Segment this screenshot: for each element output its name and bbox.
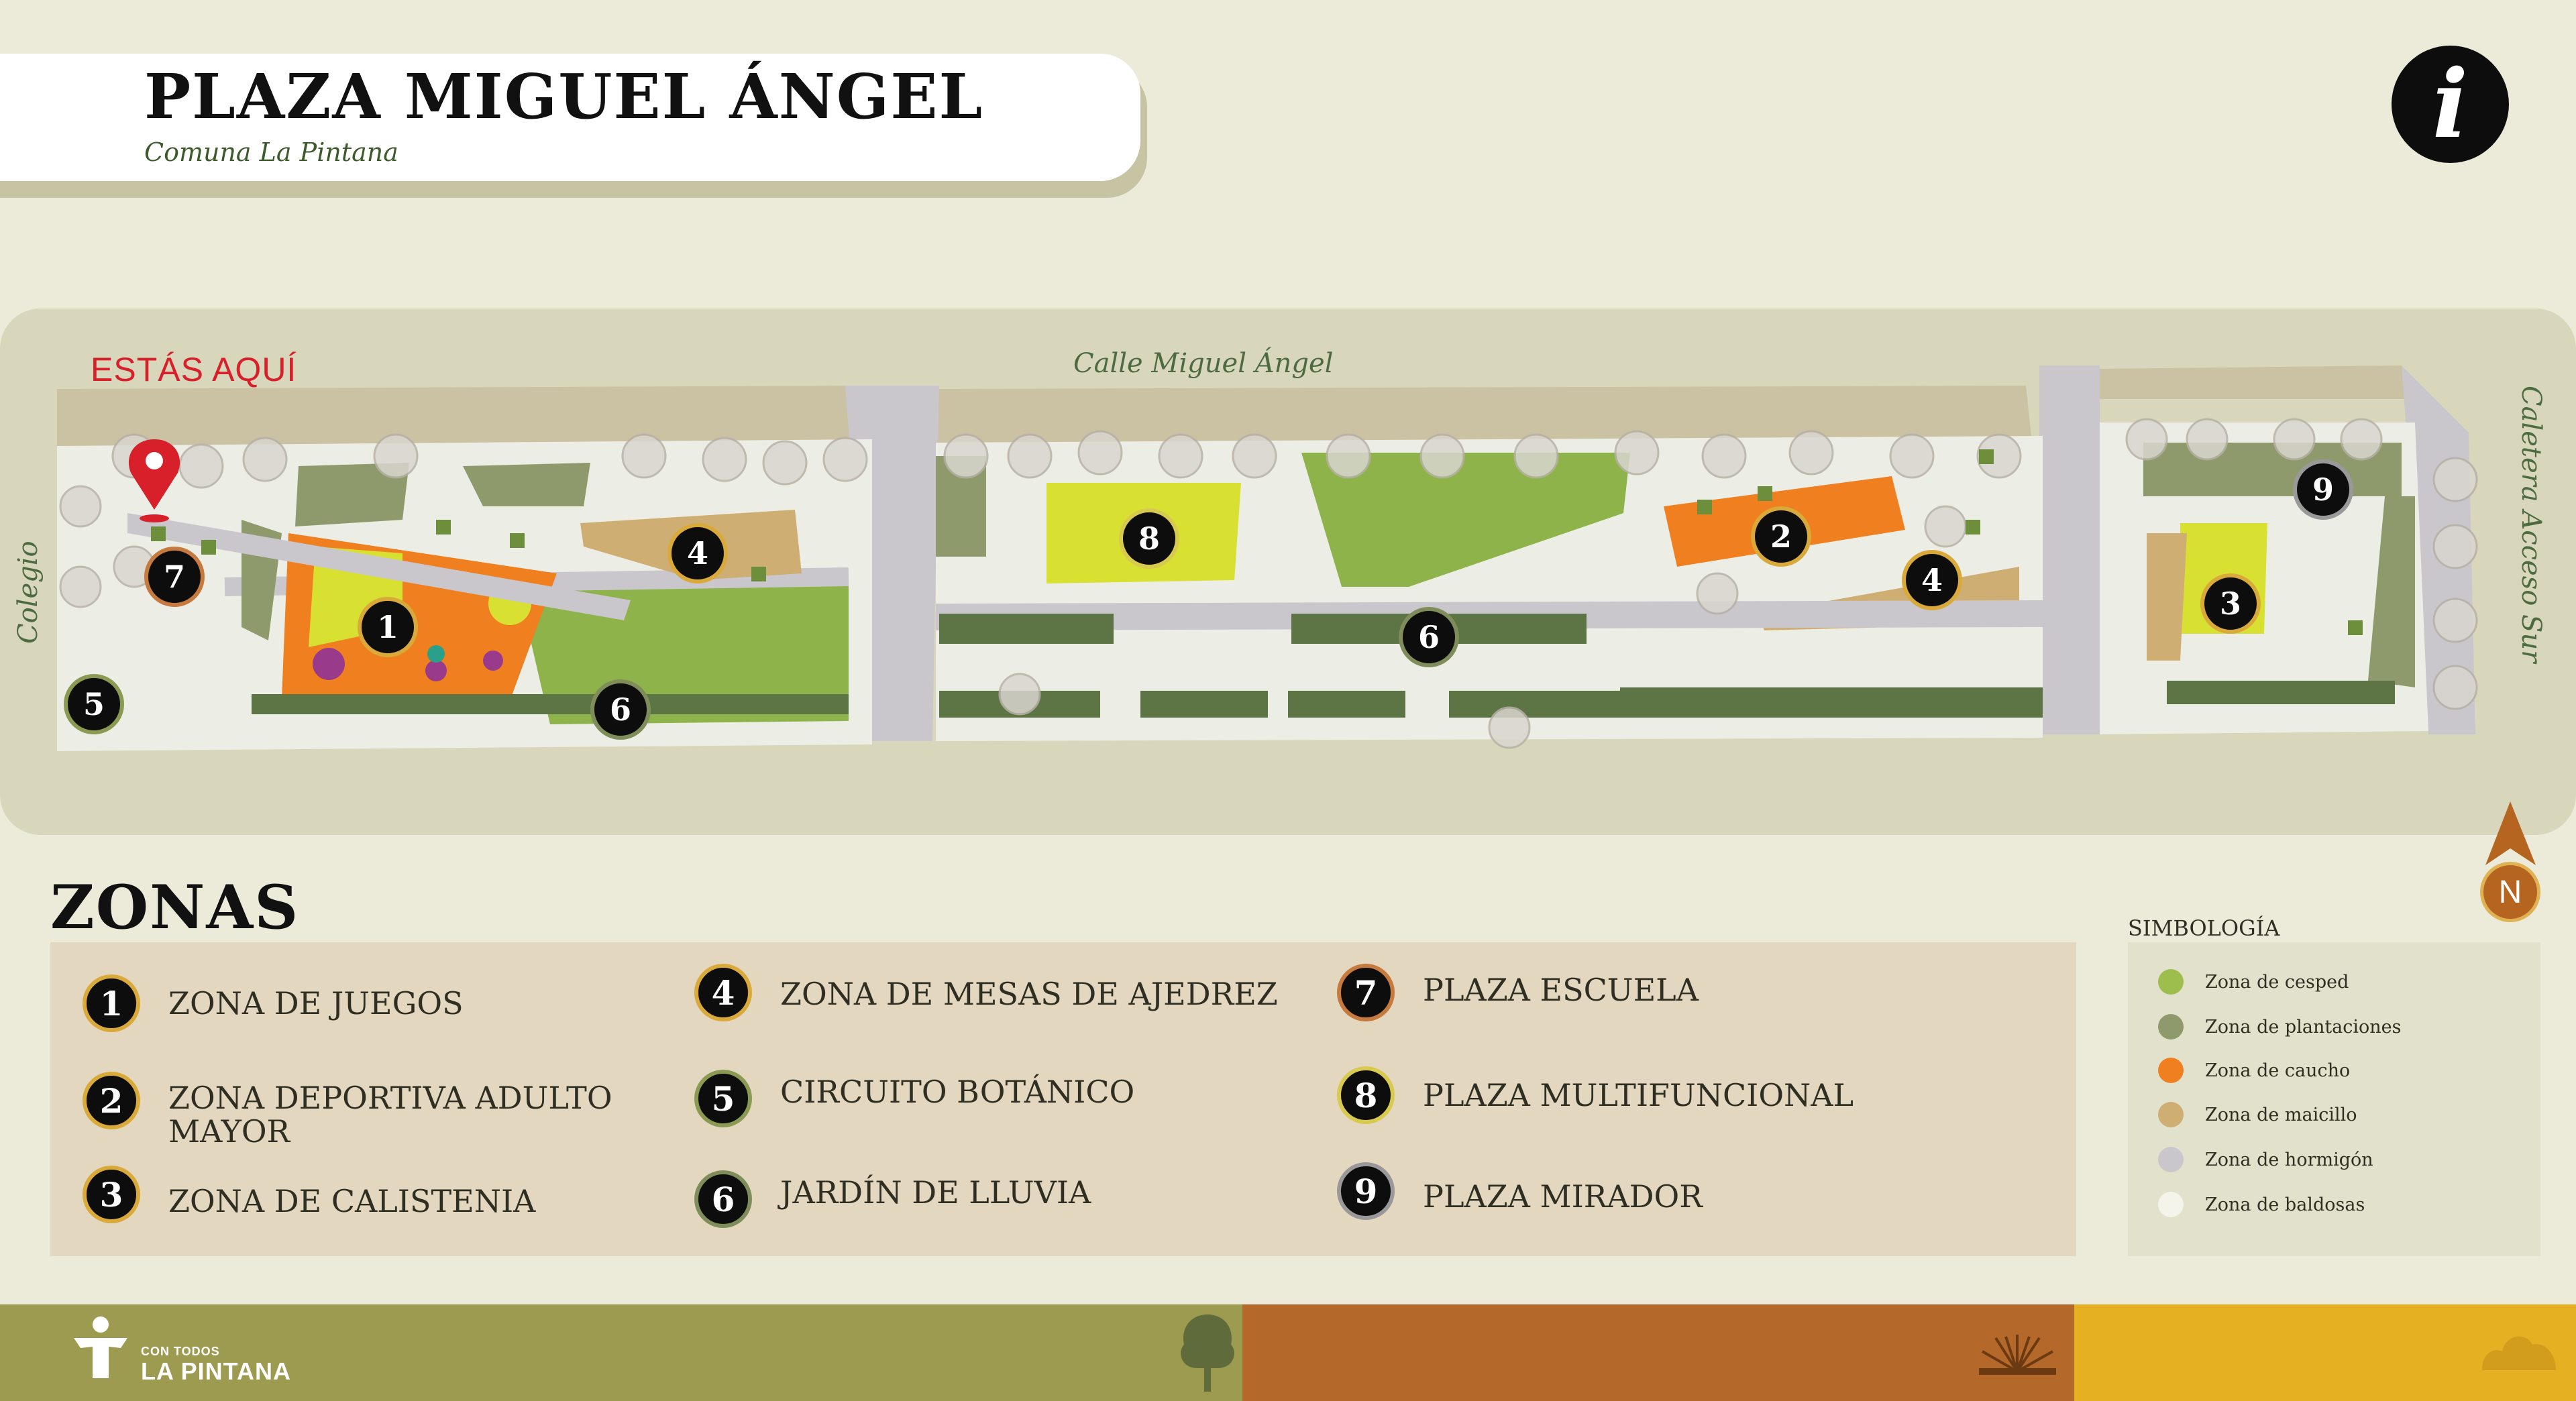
legend-swatch: [2158, 1147, 2184, 1172]
street-label-east: Caletera Acceso Sur: [2516, 386, 2546, 665]
zone-item-9[interactable]: 9 PLAZA MIRADOR: [1337, 1162, 1703, 1220]
brand-text: LA PINTANA: [141, 1357, 291, 1385]
zone-badge: 1: [83, 974, 140, 1032]
zone-item-3[interactable]: 3 ZONA DE CALISTENIA: [83, 1166, 535, 1223]
zone-item-8[interactable]: 8 PLAZA MULTIFUNCIONAL: [1337, 1066, 1854, 1124]
bush-icon: [2482, 1336, 2556, 1370]
map-badge-7[interactable]: 7: [144, 547, 205, 607]
svg-text:1: 1: [377, 609, 398, 645]
svg-text:8: 8: [1138, 520, 1160, 557]
legend-item-hormigon: Zona de hormigón: [2158, 1147, 2373, 1172]
svg-text:6: 6: [610, 691, 631, 728]
legend-label: Zona de hormigón: [2205, 1149, 2373, 1170]
zone-badge: 7: [1337, 964, 1395, 1021]
svg-text:6: 6: [1418, 619, 1440, 655]
zone-item-2[interactable]: 2 ZONA DEPORTIVA ADULTO MAYOR: [83, 1072, 625, 1148]
page-title: PLAZA MIGUEL ÁNGEL: [144, 60, 984, 133]
footer-band-orange: [1242, 1304, 2074, 1401]
zonas-heading: ZONAS: [50, 872, 300, 943]
zone-label: PLAZA MIRADOR: [1423, 1178, 1703, 1215]
svg-text:2: 2: [1770, 518, 1792, 555]
zone-item-7[interactable]: 7 PLAZA ESCUELA: [1337, 964, 1699, 1021]
legend-label: Zona de baldosas: [2205, 1194, 2365, 1215]
legend-label: Zona de caucho: [2205, 1060, 2351, 1081]
location-pin-icon: [128, 439, 180, 522]
zone-badge: 8: [1337, 1066, 1395, 1124]
north-arrow-icon: [2485, 801, 2536, 865]
brand-small-text: CON TODOS: [141, 1345, 220, 1358]
legend-item-baldosas: Zona de baldosas: [2158, 1192, 2365, 1217]
legend-swatch: [2158, 969, 2184, 995]
street-label-north: Calle Miguel Ángel: [1073, 347, 1333, 379]
zone-badge: 6: [694, 1170, 752, 1228]
zone-item-6[interactable]: 6 JARDÍN DE LLUVIA: [694, 1170, 1091, 1228]
zone-label: ZONA DE CALISTENIA: [168, 1183, 536, 1219]
map-badge-8[interactable]: 8: [1119, 508, 1179, 569]
zone-label: PLAZA MULTIFUNCIONAL: [1423, 1077, 1854, 1113]
map-badge-3[interactable]: 3: [2200, 573, 2261, 634]
zone-badge: 5: [694, 1070, 752, 1127]
zone-badge: 3: [83, 1166, 140, 1223]
svg-text:3: 3: [2220, 585, 2241, 622]
zone-badge: 4: [694, 964, 752, 1021]
zonas-panel: [50, 942, 2076, 1256]
zone-label: ZONA DE JUEGOS: [168, 985, 464, 1021]
street-label-west: Colegio: [13, 541, 44, 644]
svg-text:5: 5: [83, 686, 105, 722]
map-badge-6[interactable]: 6: [590, 679, 651, 740]
zone-item-1[interactable]: 1 ZONA DE JUEGOS: [83, 974, 464, 1032]
legend-label: Zona de cesped: [2205, 971, 2349, 993]
map-badge-4[interactable]: 4: [667, 523, 728, 583]
legend-swatch: [2158, 1102, 2184, 1127]
legend-item-cesped: Zona de cesped: [2158, 969, 2349, 995]
zone-label: CIRCUITO BOTÁNICO: [780, 1074, 1135, 1110]
zone-label: PLAZA ESCUELA: [1423, 972, 1699, 1008]
zone-badge: 9: [1337, 1162, 1395, 1220]
map-badge-1[interactable]: 1: [358, 597, 418, 657]
legend-title: SIMBOLOGÍA: [2128, 915, 2280, 941]
legend-panel: [2128, 942, 2540, 1256]
map-badge-6b[interactable]: 6: [1399, 607, 1459, 667]
legend-label: Zona de plantaciones: [2205, 1016, 2402, 1038]
page-subtitle: Comuna La Pintana: [144, 137, 398, 167]
svg-text:9: 9: [2312, 471, 2334, 508]
svg-text:4: 4: [687, 535, 708, 571]
svg-text:7: 7: [164, 559, 185, 595]
map-badge-5[interactable]: 5: [64, 674, 124, 734]
legend-swatch: [2158, 1014, 2184, 1040]
legend-label: Zona de maicillo: [2205, 1104, 2357, 1125]
zone-item-4[interactable]: 4 ZONA DE MESAS DE AJEDREZ: [694, 964, 1278, 1021]
you-are-here-label: ESTÁS AQUÍ: [91, 351, 297, 388]
park-map: Calle Miguel Ángel Caletera Acceso Sur C…: [0, 309, 2576, 835]
title-card: [0, 54, 1140, 181]
tree-icon: [1181, 1314, 1234, 1392]
legend-swatch: [2158, 1058, 2184, 1083]
map-badge-4b[interactable]: 4: [1902, 550, 1962, 610]
shrub-icon: [1979, 1335, 2056, 1375]
zone-label: ZONA DEPORTIVA ADULTO MAYOR: [168, 1080, 612, 1150]
zone-label: JARDÍN DE LLUVIA: [780, 1174, 1091, 1211]
map-badge-9[interactable]: 9: [2293, 459, 2353, 520]
zone-label: ZONA DE MESAS DE AJEDREZ: [780, 976, 1278, 1012]
legend-swatch: [2158, 1192, 2184, 1217]
footer-band-green: [0, 1304, 1242, 1401]
map-badge-2[interactable]: 2: [1751, 506, 1811, 567]
svg-text:4: 4: [1921, 562, 1943, 598]
zone-item-5[interactable]: 5 CIRCUITO BOTÁNICO: [694, 1070, 1134, 1127]
info-button[interactable]: i: [2392, 46, 2509, 163]
brand-logo-icon: [74, 1316, 127, 1378]
legend-item-caucho: Zona de caucho: [2158, 1058, 2350, 1083]
info-icon: i: [2432, 49, 2469, 160]
compass-north: N: [2480, 862, 2540, 922]
zone-badge: 2: [83, 1072, 140, 1129]
legend-item-plantaciones: Zona de plantaciones: [2158, 1014, 2402, 1040]
legend-item-maicillo: Zona de maicillo: [2158, 1102, 2357, 1127]
